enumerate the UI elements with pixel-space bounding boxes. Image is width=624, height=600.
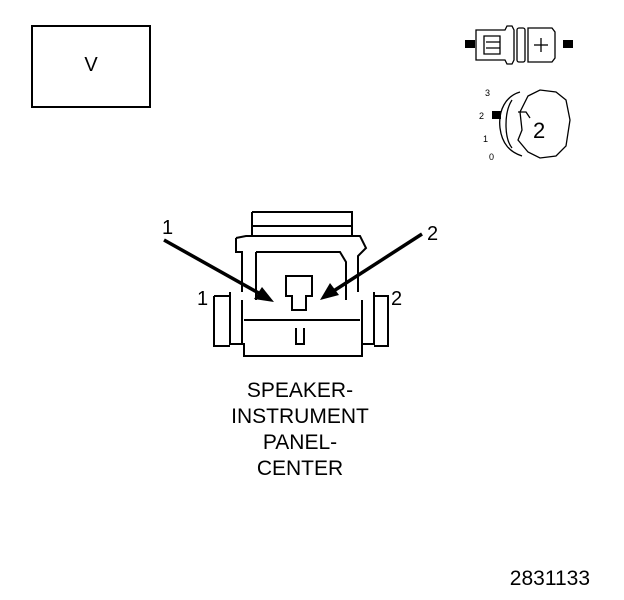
- position-label-1: 1: [483, 134, 488, 144]
- pin-2-arrow: [320, 232, 423, 300]
- pin-2-side-label: 2: [391, 288, 402, 310]
- pin-1-arrow-label: 1: [162, 217, 173, 239]
- pin-1-side-label: 1: [197, 288, 208, 310]
- connector-mating-icon: [465, 25, 573, 65]
- pin-2-arrow-label: 2: [427, 223, 438, 245]
- caption-line-2: INSTRUMENT: [231, 405, 369, 428]
- position-label-0: 0: [489, 152, 494, 162]
- position-label-3: 3: [485, 88, 490, 98]
- connector-position-icon: 3 2 1 0 2: [479, 88, 571, 162]
- caption-line-4: CENTER: [256, 457, 344, 480]
- connector-caption: SPEAKER- INSTRUMENT PANEL- CENTER: [190, 378, 410, 482]
- caption-line-3: PANEL-: [262, 431, 338, 454]
- view-label: V: [84, 54, 98, 76]
- pin-1-arrow: [163, 238, 274, 302]
- position-value: 2: [533, 118, 545, 143]
- reference-number: 2831133: [509, 567, 590, 590]
- view-indicator-box: V: [31, 25, 151, 108]
- caption-line-1: SPEAKER-: [246, 379, 354, 402]
- position-label-2: 2: [479, 111, 484, 121]
